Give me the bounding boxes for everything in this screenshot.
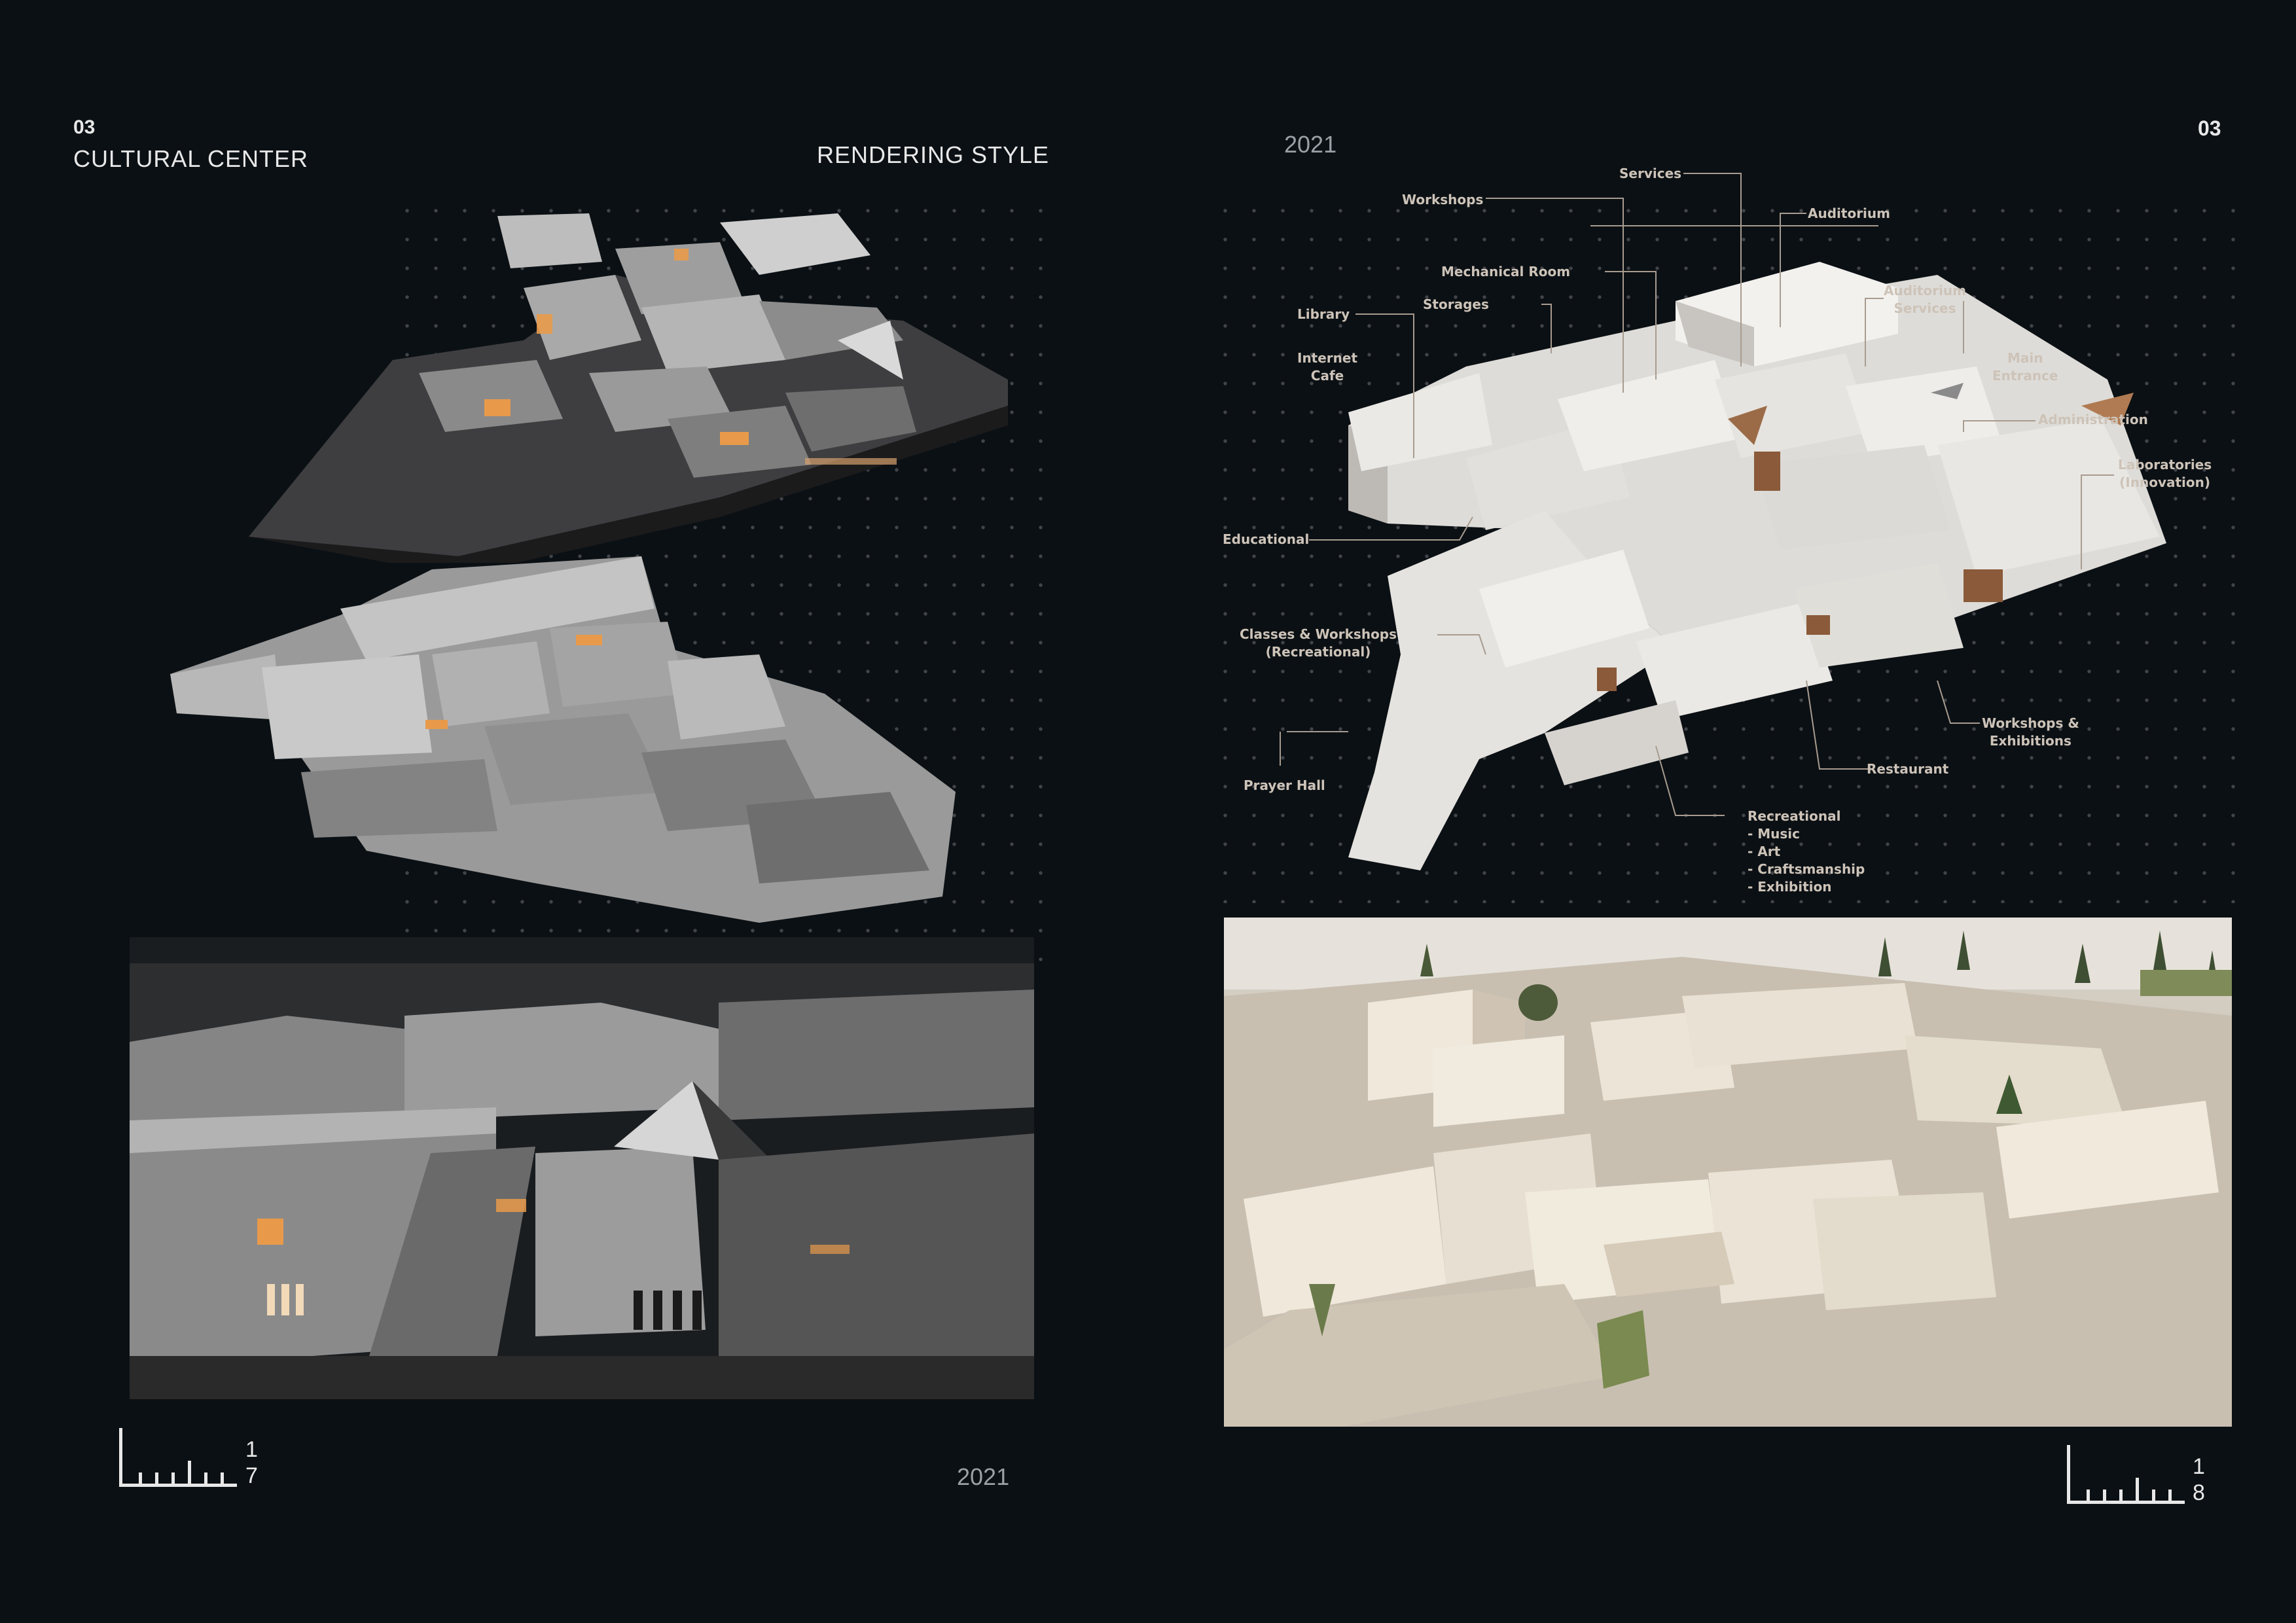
page-number-right-top: 1	[2193, 1454, 2205, 1479]
section-title: CULTURAL CENTER	[73, 145, 309, 172]
label-auditorium: Auditorium	[1808, 205, 1890, 221]
label-mechanical-room: Mechanical Room	[1441, 264, 1571, 279]
label-workshops: Workshops	[1402, 192, 1484, 207]
label-main-entrance-1: Main	[2007, 350, 2043, 366]
label-laboratories-2: (Innovation)	[2119, 474, 2211, 490]
physical-model-photo	[1224, 918, 2232, 1427]
label-recreational-5: - Exhibition	[1748, 879, 1832, 895]
label-recreational-1: Recreational	[1748, 808, 1841, 824]
render-perspective	[130, 937, 1034, 1399]
label-classes-workshops: Classes & Workshops (Recreational)	[1240, 626, 1397, 661]
page-ruler-left	[119, 1428, 237, 1487]
label-administration: Administration	[2038, 412, 2148, 427]
label-prayer-hall: Prayer Hall	[1244, 777, 1325, 793]
label-workshops-exhibitions-2: Exhibitions	[1989, 733, 2072, 749]
render-axonometric-middle	[170, 556, 995, 923]
label-recreational-2: - Music	[1748, 826, 1801, 842]
label-workshops-exhibitions-1: Workshops &	[1982, 715, 2079, 731]
label-recreational: Recreational - Music - Art - Craftsmansh…	[1748, 808, 1865, 896]
label-main-entrance-2: Entrance	[1992, 368, 2058, 383]
label-library: Library	[1297, 306, 1350, 322]
page-number-left-bottom: 7	[245, 1463, 258, 1488]
label-auditorium-services-2: Services	[1893, 300, 1956, 316]
label-auditorium-services: Auditorium Services	[1884, 282, 1966, 317]
section-number-left: 03	[73, 116, 96, 138]
label-storages: Storages	[1423, 296, 1489, 312]
label-laboratories: Laboratories (Innovation)	[2118, 456, 2212, 491]
render-axonometric-top	[249, 209, 1021, 563]
label-recreational-4: - Craftsmanship	[1748, 861, 1865, 877]
label-internet-cafe: Internet Cafe	[1297, 349, 1357, 385]
label-classes-workshops-1: Classes & Workshops	[1240, 626, 1397, 642]
label-internet-cafe-2: Cafe	[1310, 368, 1344, 383]
zoning-diagram	[1348, 249, 2166, 890]
page-number-right-bottom: 8	[2193, 1480, 2205, 1505]
label-internet-cafe-1: Internet	[1297, 350, 1358, 366]
rendering-style-heading: RENDERING STYLE	[817, 141, 1050, 168]
label-educational: Educational	[1223, 531, 1310, 547]
year-right: 2021	[1284, 131, 1337, 158]
label-auditorium-services-1: Auditorium	[1884, 283, 1966, 298]
label-recreational-3: - Art	[1748, 844, 1781, 859]
section-number-right: 03	[2198, 116, 2221, 140]
label-workshops-exhibitions: Workshops & Exhibitions	[1982, 715, 2079, 750]
label-restaurant: Restaurant	[1867, 761, 1949, 777]
label-main-entrance: Main Entrance	[1992, 349, 2058, 385]
label-classes-workshops-2: (Recreational)	[1265, 644, 1371, 660]
page-ruler-right	[2067, 1445, 2185, 1504]
label-laboratories-1: Laboratories	[2118, 457, 2212, 473]
year-left: 2021	[957, 1463, 1010, 1490]
page-number-left-top: 1	[245, 1437, 258, 1462]
label-services: Services	[1619, 166, 1682, 181]
